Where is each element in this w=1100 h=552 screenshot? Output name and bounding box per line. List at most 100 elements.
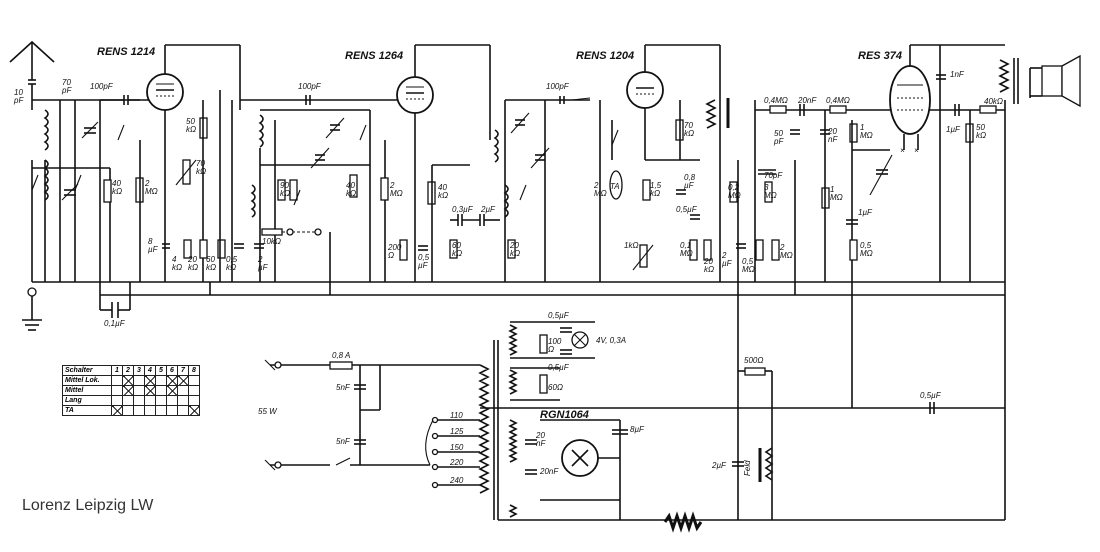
tube-label-rens1204: RENS 1204 <box>576 50 634 62</box>
label-line: nF <box>828 135 838 144</box>
switch-table-header-cell: 5 <box>155 365 167 376</box>
svg-text:×: × <box>900 146 905 155</box>
label-line: MΩ <box>680 249 693 258</box>
antenna <box>9 40 55 85</box>
label-line: MΩ <box>860 131 873 140</box>
tube-rens1204 <box>599 44 780 520</box>
label-r1k: 1kΩ <box>624 241 639 250</box>
label-line: 20 <box>509 241 519 250</box>
label-line: µF <box>258 263 269 272</box>
label-line: kΩ <box>196 167 206 176</box>
label-lamp: 4V, 0,3A <box>596 336 626 345</box>
switch-closed-cell <box>166 375 178 386</box>
label-r500: 500Ω <box>744 356 763 365</box>
label-c05uf-e: 0,5µF <box>920 391 942 400</box>
label-line: 2 <box>389 181 395 190</box>
label-fuse: 0,8 A <box>332 351 350 360</box>
switch-table-row-label: Mittel Lok. <box>62 375 112 386</box>
tube-rens1264 <box>380 44 500 282</box>
stage1-passives <box>135 90 264 295</box>
label-ta: TA <box>610 182 620 191</box>
switch-open-cell <box>122 395 134 406</box>
label-c05uf-c: 0,5µF <box>548 311 570 320</box>
label-line: kΩ <box>650 189 660 198</box>
label-line: kΩ <box>112 187 122 196</box>
label-line: 3 <box>764 183 769 192</box>
label-line: Ω <box>388 251 394 260</box>
label-line: pF <box>61 86 72 95</box>
label-line: 50 <box>186 117 195 126</box>
switch-table-header-cell: Schalter <box>62 365 112 376</box>
label-v150: 150 <box>450 443 464 452</box>
label-line: 0,2 <box>728 183 740 192</box>
label-line: 70 <box>62 78 71 87</box>
label-power: 55 W <box>258 407 278 416</box>
switch-open-cell <box>155 395 167 406</box>
label-line: kΩ <box>172 263 182 272</box>
ground-rail <box>32 100 1006 520</box>
label-line: MΩ <box>764 191 777 200</box>
label-line: kΩ <box>280 189 290 198</box>
switch-table-header-cell: 7 <box>177 365 189 376</box>
label-line: 0,5 <box>418 253 430 262</box>
label-line: 20 <box>703 257 713 266</box>
switch-table-header-cell: 1 <box>111 365 123 376</box>
label-line: kΩ <box>188 263 198 272</box>
label-c1uf: 1µF <box>858 208 873 217</box>
switch-open-cell <box>133 395 145 406</box>
label-line: kΩ <box>438 191 448 200</box>
tube-label-rens1264: RENS 1264 <box>345 50 403 62</box>
switch-table-row: Lang <box>62 395 200 406</box>
switch-open-cell <box>133 405 145 416</box>
label-line: kΩ <box>684 129 694 138</box>
label-c20nf-d: 20nF <box>539 467 559 476</box>
label-line: 40 <box>112 179 121 188</box>
switch-open-cell <box>177 395 189 406</box>
tube-label-rens1214: RENS 1214 <box>97 46 155 58</box>
label-line: kΩ <box>206 263 216 272</box>
switch-open-cell <box>188 395 200 406</box>
label-c100c: 100pF <box>546 82 570 91</box>
switch-open-cell <box>177 405 189 416</box>
label-line: 70 <box>196 159 205 168</box>
tube-label-res374: RES 374 <box>858 50 902 62</box>
switch-closed-cell <box>122 385 134 396</box>
switch-table-header-cell: 8 <box>188 365 200 376</box>
label-line: 50 <box>774 129 783 138</box>
label-line: 50 <box>976 123 985 132</box>
label-feld: Feld <box>743 460 752 476</box>
label-line: 4 <box>172 255 177 264</box>
label-line: 2 <box>144 179 150 188</box>
label-line: 0,5 <box>226 255 238 264</box>
label-c2uf-b: 2µF <box>480 205 496 214</box>
label-v220: 220 <box>449 458 464 467</box>
power-supply <box>264 321 1005 533</box>
switch-closed-cell <box>177 375 189 386</box>
label-c100a: 100pF <box>90 82 114 91</box>
switch-open-cell <box>122 405 134 416</box>
label-line: MΩ <box>780 251 793 260</box>
label-r10k: 10kΩ <box>262 237 281 246</box>
label-line: 40 <box>346 181 355 190</box>
svg-text:×: × <box>914 146 919 155</box>
